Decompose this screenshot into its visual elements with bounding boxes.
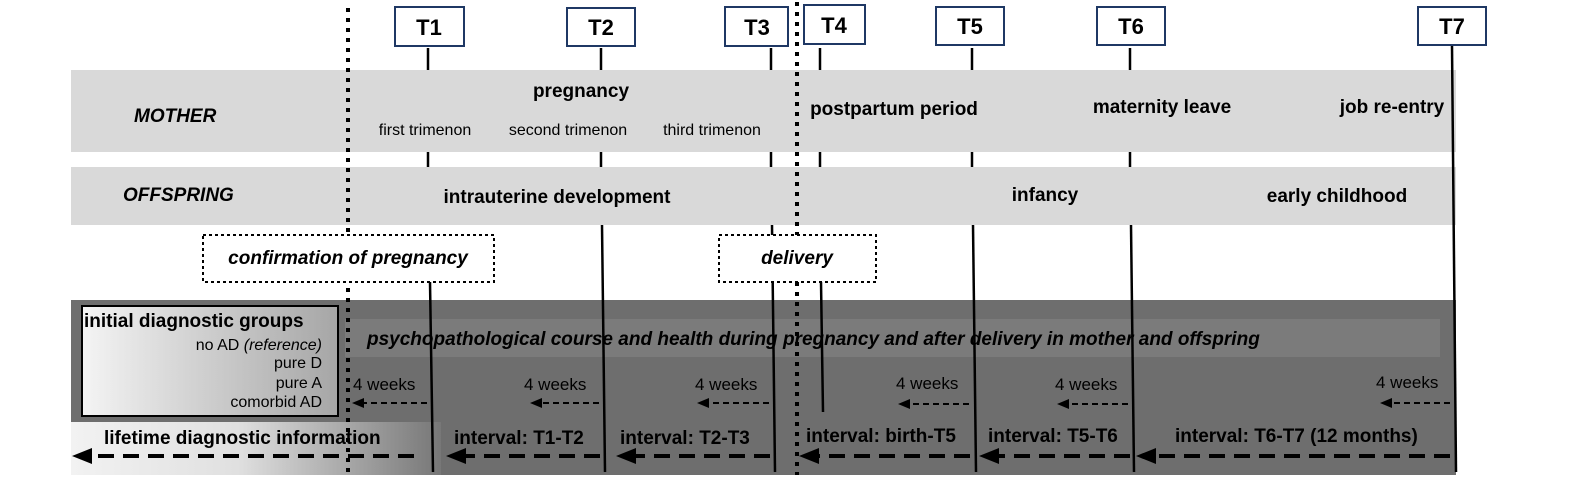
- t4-box: [803, 4, 866, 45]
- interval-arrows: [72, 448, 1450, 464]
- weeks-label-t7: 4 weeks: [1376, 373, 1438, 392]
- trimester-third: third trimenon: [663, 122, 761, 139]
- t5-label: T5: [957, 14, 983, 39]
- weeks-label-t3: 4 weeks: [695, 375, 757, 394]
- weeks-label-t5: 4 weeks: [896, 374, 958, 393]
- interval-t2-t3: interval: T2-T3: [620, 428, 750, 449]
- confirmation-label: confirmation of pregnancy: [228, 248, 469, 269]
- t2-box: [566, 7, 636, 47]
- t1-box: [394, 6, 465, 47]
- intrauterine-label: intrauterine development: [444, 187, 672, 208]
- t6-label: T6: [1118, 14, 1144, 39]
- t1-label: T1: [416, 15, 442, 40]
- t5-box: [935, 6, 1005, 46]
- t3-box: [724, 6, 789, 47]
- weeks-arrowhead-t2: [530, 398, 542, 408]
- weeks-arrowhead-t6: [1057, 399, 1069, 409]
- interval-arrowhead-t2-t3: [616, 448, 636, 464]
- four-week-windows: 4 weeks 4 weeks 4 weeks 4 weeks 4 weeks …: [352, 373, 1450, 409]
- weeks-label-t1: 4 weeks: [353, 375, 415, 394]
- offspring-band: [71, 167, 1456, 225]
- groups-pure-d: pure D: [274, 355, 322, 372]
- interval-arrowhead-t6-t7: [1136, 448, 1156, 464]
- interval-birth-t5: interval: birth-T5: [806, 426, 956, 447]
- t6-box: [1096, 6, 1166, 46]
- trimester-second: second trimenon: [509, 122, 627, 139]
- course-label: psychopathological course and health dur…: [366, 329, 1260, 350]
- postpartum-label: postpartum period: [810, 99, 978, 120]
- diagnostic-groups-box: [81, 305, 339, 417]
- mother-label: MOTHER: [134, 106, 217, 127]
- t7-line: [1450, 45, 1458, 473]
- lifetime-label: lifetime diagnostic information: [104, 428, 381, 449]
- groups-comorbid: comorbid AD: [230, 394, 322, 411]
- interval-t5-t6: interval: T5-T6: [988, 426, 1118, 447]
- t7-label: T7: [1439, 14, 1465, 39]
- offspring-label: OFFSPRING: [123, 185, 234, 206]
- t3-label: T3: [744, 15, 770, 40]
- t2-line-lower: [600, 224, 607, 473]
- interval-t1-t2: interval: T1-T2: [454, 428, 584, 449]
- weeks-arrowhead-t7: [1380, 398, 1392, 408]
- weeks-label-t2: 4 weeks: [524, 375, 586, 394]
- weeks-arrowhead-t3: [697, 398, 709, 408]
- t1-line-bottom: [428, 281, 435, 473]
- groups-title: initial diagnostic groups: [84, 311, 304, 332]
- lifetime-arrowhead: [72, 448, 92, 464]
- groups-reference: no AD (reference): [196, 337, 322, 354]
- course-label-band: [345, 319, 1440, 357]
- timepoint-boxes: T1 T2 T3 T4 T5 T6 T7: [394, 4, 1487, 47]
- maternity-leave-label: maternity leave: [1093, 97, 1231, 118]
- t5-line-lower: [971, 224, 978, 473]
- job-reentry-label: job re-entry: [1339, 97, 1445, 118]
- t6-line-lower: [1129, 224, 1136, 473]
- trimester-first: first trimenon: [379, 122, 471, 139]
- interval-arrowhead-t5-t6: [979, 448, 999, 464]
- weeks-arrowhead-t5: [898, 399, 910, 409]
- weeks-arrowhead-t1: [352, 398, 364, 408]
- lifetime-band: [71, 422, 441, 475]
- delivery-label: delivery: [761, 248, 834, 269]
- t2-label: T2: [588, 15, 614, 40]
- t7-box: [1417, 6, 1487, 46]
- weeks-label-t6: 4 weeks: [1055, 375, 1117, 394]
- groups-pure-a: pure A: [276, 375, 323, 392]
- t4-label: T4: [821, 13, 847, 38]
- t4-line-bottom: [819, 281, 825, 413]
- confirmation-box: [202, 234, 495, 283]
- delivery-box: [718, 234, 877, 283]
- interval-arrowhead-t1-t2: [446, 448, 466, 464]
- early-childhood-label: early childhood: [1267, 186, 1407, 207]
- interval-t6-t7: interval: T6-T7 (12 months): [1175, 426, 1418, 447]
- pregnancy-label: pregnancy: [533, 81, 630, 102]
- mother-band: [71, 70, 1456, 152]
- interval-arrowhead-birth-t5: [799, 448, 819, 464]
- infancy-label: infancy: [1012, 185, 1079, 206]
